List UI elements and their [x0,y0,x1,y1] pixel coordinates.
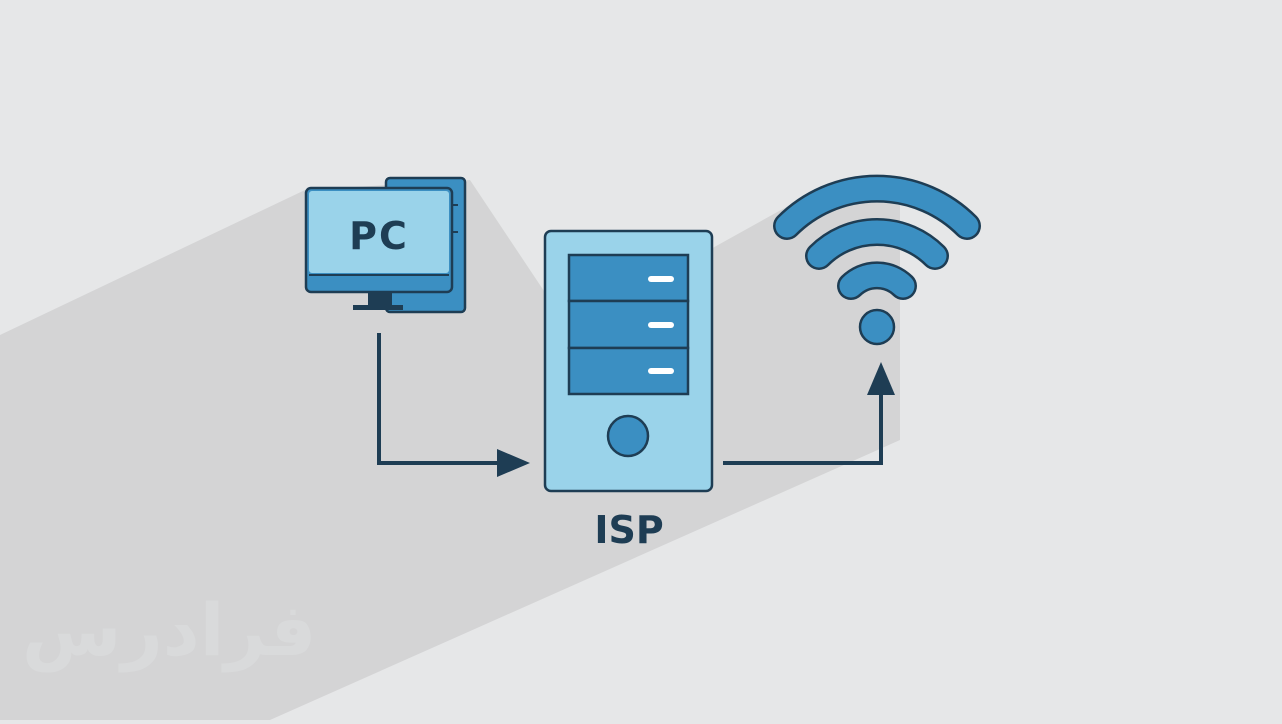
pc-label: PC [349,214,409,258]
arrow-pc-to-isp [377,333,530,477]
wifi-icon [773,174,981,346]
brand-watermark: فرادرس [22,588,317,672]
isp-node: ISP [543,229,714,552]
server-tower-icon [543,229,714,493]
isp-label: ISP [594,508,663,552]
desktop-computer-icon [304,176,467,314]
wifi-node [773,174,981,346]
pc-node: PC [304,176,467,314]
power-button [606,414,650,458]
arrow-isp-to-wifi [723,362,895,465]
